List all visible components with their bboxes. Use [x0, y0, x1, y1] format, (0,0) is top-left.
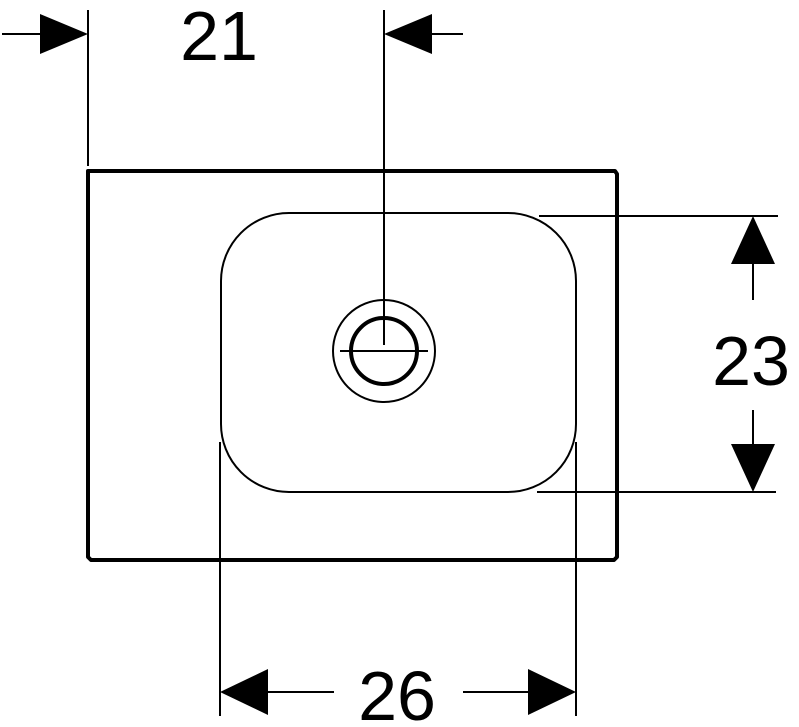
arrow-right: [528, 669, 576, 715]
dimension-label-right: 23: [712, 322, 790, 400]
dimension-top: 21: [2, 0, 463, 345]
dimension-right: 23: [537, 215, 790, 493]
basin-outline: [86, 169, 619, 562]
arrow-down: [731, 444, 775, 492]
arrow-up: [731, 216, 775, 264]
arrow-left: [220, 669, 268, 715]
dimension-bottom: 26: [219, 442, 577, 727]
arrow-left: [384, 14, 432, 54]
dimension-label-top: 21: [180, 0, 258, 75]
dimension-label-bottom: 26: [358, 657, 436, 727]
bowl-outline: [220, 212, 577, 493]
arrow-right: [40, 14, 88, 54]
